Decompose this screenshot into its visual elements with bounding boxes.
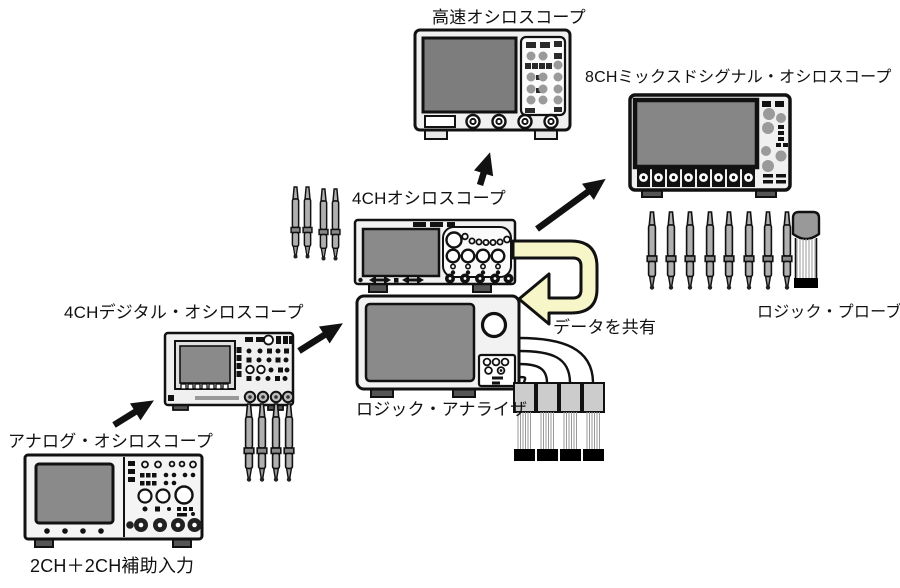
logic-analyzer-illustration — [355, 294, 521, 398]
screen — [364, 302, 476, 383]
logic-analyzer-probe-pods — [513, 382, 605, 461]
logic-probe-illustration — [791, 210, 821, 288]
share-data-arrow — [511, 239, 599, 326]
screen — [632, 97, 760, 170]
probes-8ch-scope — [646, 211, 793, 291]
label-logic-analyzer: ロジック・アナライザ — [356, 400, 528, 419]
4ch-digital-oscilloscope-illustration — [163, 331, 295, 411]
high-speed-oscilloscope-illustration — [413, 28, 572, 140]
screen — [179, 345, 231, 384]
label-share-data: データを共有 — [553, 318, 657, 337]
label-4ch-scope: 4CHオシロスコープ — [352, 189, 506, 208]
analog-oscilloscope-illustration — [23, 453, 204, 548]
4ch-oscilloscope-illustration — [353, 218, 517, 293]
bnc-connectors — [445, 273, 514, 284]
probes-4ch-scope — [290, 186, 341, 262]
screen — [361, 227, 441, 278]
knobs — [243, 390, 295, 404]
label-analog-scope-inputs: 2CH＋2CH補助入力 — [30, 556, 195, 576]
label-analog-scope: アナログ・オシロスコープ — [8, 432, 214, 451]
label-4ch-digital-scope: 4CHデジタル・オシロスコープ — [64, 303, 304, 322]
label-8ch-mixed-signal-scope: 8CHミックスドシグナル・オシロスコープ — [585, 69, 892, 86]
arrow-4ch-to-high-speed — [474, 152, 494, 186]
upgrade-arrows — [112, 152, 606, 428]
probes-digital-scope — [243, 403, 295, 483]
label-high-speed-scope: 高速オシロスコープ — [432, 8, 586, 27]
8ch-mixed-signal-oscilloscope-illustration — [628, 93, 792, 198]
arrow-digital-to-logic-analyzer — [297, 323, 343, 354]
knob — [480, 311, 508, 339]
logic-analyzer-pod-cables — [518, 336, 595, 384]
knobs — [126, 518, 202, 532]
screen — [421, 36, 518, 114]
crt-screen — [34, 462, 115, 525]
bnc-connectors — [637, 168, 755, 187]
arrow-analog-to-digital — [112, 400, 154, 428]
arrow-4ch-to-8ch — [535, 178, 606, 232]
bnc-connectors — [465, 113, 559, 130]
label-logic-probe: ロジック・プローブ — [757, 304, 900, 321]
